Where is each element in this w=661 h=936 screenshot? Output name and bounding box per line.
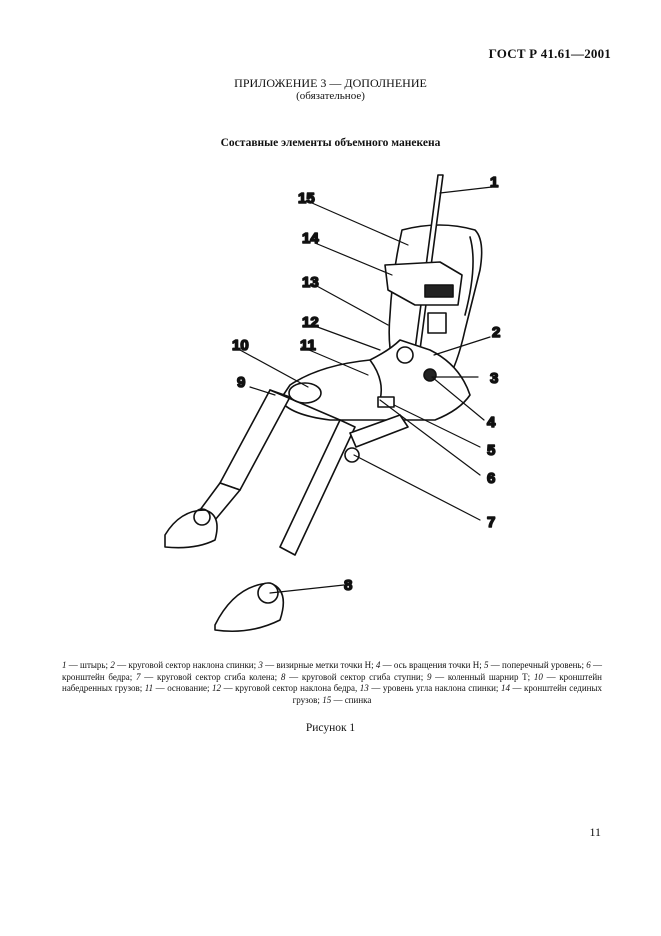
callout-8: 8 (344, 577, 352, 594)
left-foot-shape (164, 509, 218, 549)
legend-item-8: 8 — круговой сектор сгиба ступни; (280, 671, 427, 682)
annex-title: ПРИЛОЖЕНИЕ 3 — ДОПОЛНЕНИЕ (234, 76, 427, 90)
legend-item-11: 11 — основание; (144, 683, 213, 693)
legend-item-13: 13 — уровень угла наклона спинки; (359, 683, 501, 693)
callout-2: 2 (492, 324, 500, 341)
legend-item-6: 6 — кронштейн бедра; (62, 660, 603, 682)
callout-1: 1 (490, 174, 498, 191)
legend-item-5: 5 — поперечный уровень; (484, 660, 587, 670)
left-leg-shape (219, 389, 291, 491)
seat-base-shape (279, 339, 471, 421)
standard-code: ГОСТ Р 41.61—2001 (488, 46, 611, 61)
bracket-shape (384, 261, 463, 306)
callout-9: 9 (237, 374, 245, 391)
callout-12: 12 (302, 314, 319, 331)
legend-item-12: 12 — круговой сектор наклона бедра, (212, 683, 360, 693)
legend-item-10: 10 — кронштейн набедренных грузов; (62, 671, 602, 694)
legend-item-9: 9 — коленный шарнир Т; (426, 671, 534, 682)
legend-item-14: 14 — кронштейн сединых грузов; (292, 683, 602, 705)
figure-heading: Составные элементы объемного манекена (220, 137, 441, 149)
annex-subtitle: (обязательное) (296, 90, 365, 102)
callout-14: 14 (302, 230, 319, 247)
legend-item-1: 1 — штырь; (62, 660, 111, 670)
legend-item-3: 3 — визирные метки точки Н; (258, 660, 376, 670)
legend-item-4: 4 — ось вращения точки Н; (375, 660, 485, 670)
figure-legend: 1 — штырь; 2 — круговой сектор наклона с… (62, 660, 602, 706)
callout-7: 7 (487, 514, 495, 531)
callout-4: 4 (487, 414, 496, 431)
legend-item-15: 15 — спинка (322, 694, 372, 705)
legend-item-7: 7 — круговой сектор сгиба колена; (136, 671, 281, 682)
callout-13: 13 (302, 274, 319, 291)
callout-6: 6 (487, 470, 495, 487)
figure-caption: Рисунок 1 (305, 722, 356, 734)
callout-15: 15 (298, 190, 315, 207)
manikin-figure: 1 2 3 4 5 6 7 8 9 10 11 12 13 14 15 (164, 173, 501, 633)
callout-11: 11 (300, 337, 316, 354)
page-number: 11 (589, 825, 601, 839)
callout-leaders (239, 186, 493, 594)
callout-5: 5 (487, 442, 495, 459)
right-leg-shape (279, 419, 356, 556)
callout-10: 10 (232, 337, 249, 354)
callout-3: 3 (490, 370, 498, 387)
legend-item-2: 2 — круговой сектор наклона спинки; (110, 660, 259, 670)
